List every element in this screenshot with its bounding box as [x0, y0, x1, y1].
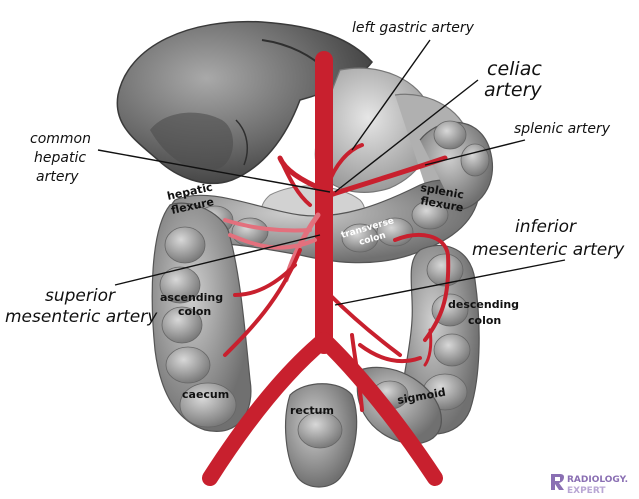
label-ascending-colon-line1: ascending [160, 291, 223, 304]
label-splenic-artery: splenic artery [514, 121, 611, 137]
label-inferior-mesenteric-line2: mesenteric artery [472, 240, 625, 260]
label-celiac-line2: artery [484, 79, 542, 101]
ima-descending-branch [423, 328, 433, 367]
left-gastric-artery-vessel [326, 143, 364, 187]
logo-mark-icon [551, 474, 564, 490]
italic-labels: left gastric artery celiac artery spleni… [5, 20, 625, 327]
logo-line2: EXPERT [567, 486, 606, 496]
leader-common-hepatic [97, 149, 331, 193]
leader-left-gastric [351, 39, 431, 151]
label-ascending-colon-line2: colon [178, 305, 211, 318]
sma-branch-low [233, 263, 297, 297]
label-superior-mesenteric-line2: mesenteric artery [5, 307, 158, 327]
ima-left-colic [393, 233, 451, 342]
ima-trunk [328, 293, 402, 357]
label-common-hepatic-line3: artery [36, 169, 79, 185]
label-inferior-mesenteric-line1: inferior [515, 217, 577, 237]
radiology-expert-logo: RADIOLOGY. EXPERT [551, 474, 628, 496]
rectum [285, 383, 358, 488]
leader-inferior-mesenteric [334, 259, 566, 306]
label-descending-colon-line1: descending [448, 298, 519, 311]
leader-splenic-artery [424, 139, 526, 166]
ascending-colon [151, 202, 252, 432]
label-descending-colon-line2: colon [468, 314, 501, 327]
leader-celiac [334, 79, 479, 193]
splenic-flexure-colon [419, 120, 494, 211]
ima-superior-rectal [350, 333, 364, 412]
label-common-hepatic-line2: hepatic [34, 150, 86, 166]
leader-superior-mesenteric [114, 234, 321, 286]
leader-lines [97, 39, 566, 306]
sma-middle-colic [223, 218, 312, 233]
label-left-gastric-artery: left gastric artery [352, 20, 475, 36]
ima-sigmoid [358, 343, 422, 364]
right-common-iliac [316, 332, 443, 486]
label-rectum: rectum [290, 404, 334, 417]
left-common-iliac [202, 332, 332, 486]
logo-line1: RADIOLOGY. [567, 475, 628, 485]
label-caecum: caecum [182, 388, 229, 401]
arteries [202, 51, 451, 486]
label-celiac-line1: celiac [487, 58, 542, 80]
organ-labels: hepatic flexure splenic flexure transver… [160, 181, 519, 417]
label-common-hepatic-line1: common [30, 131, 91, 147]
label-superior-mesenteric-line1: superior [45, 286, 116, 306]
